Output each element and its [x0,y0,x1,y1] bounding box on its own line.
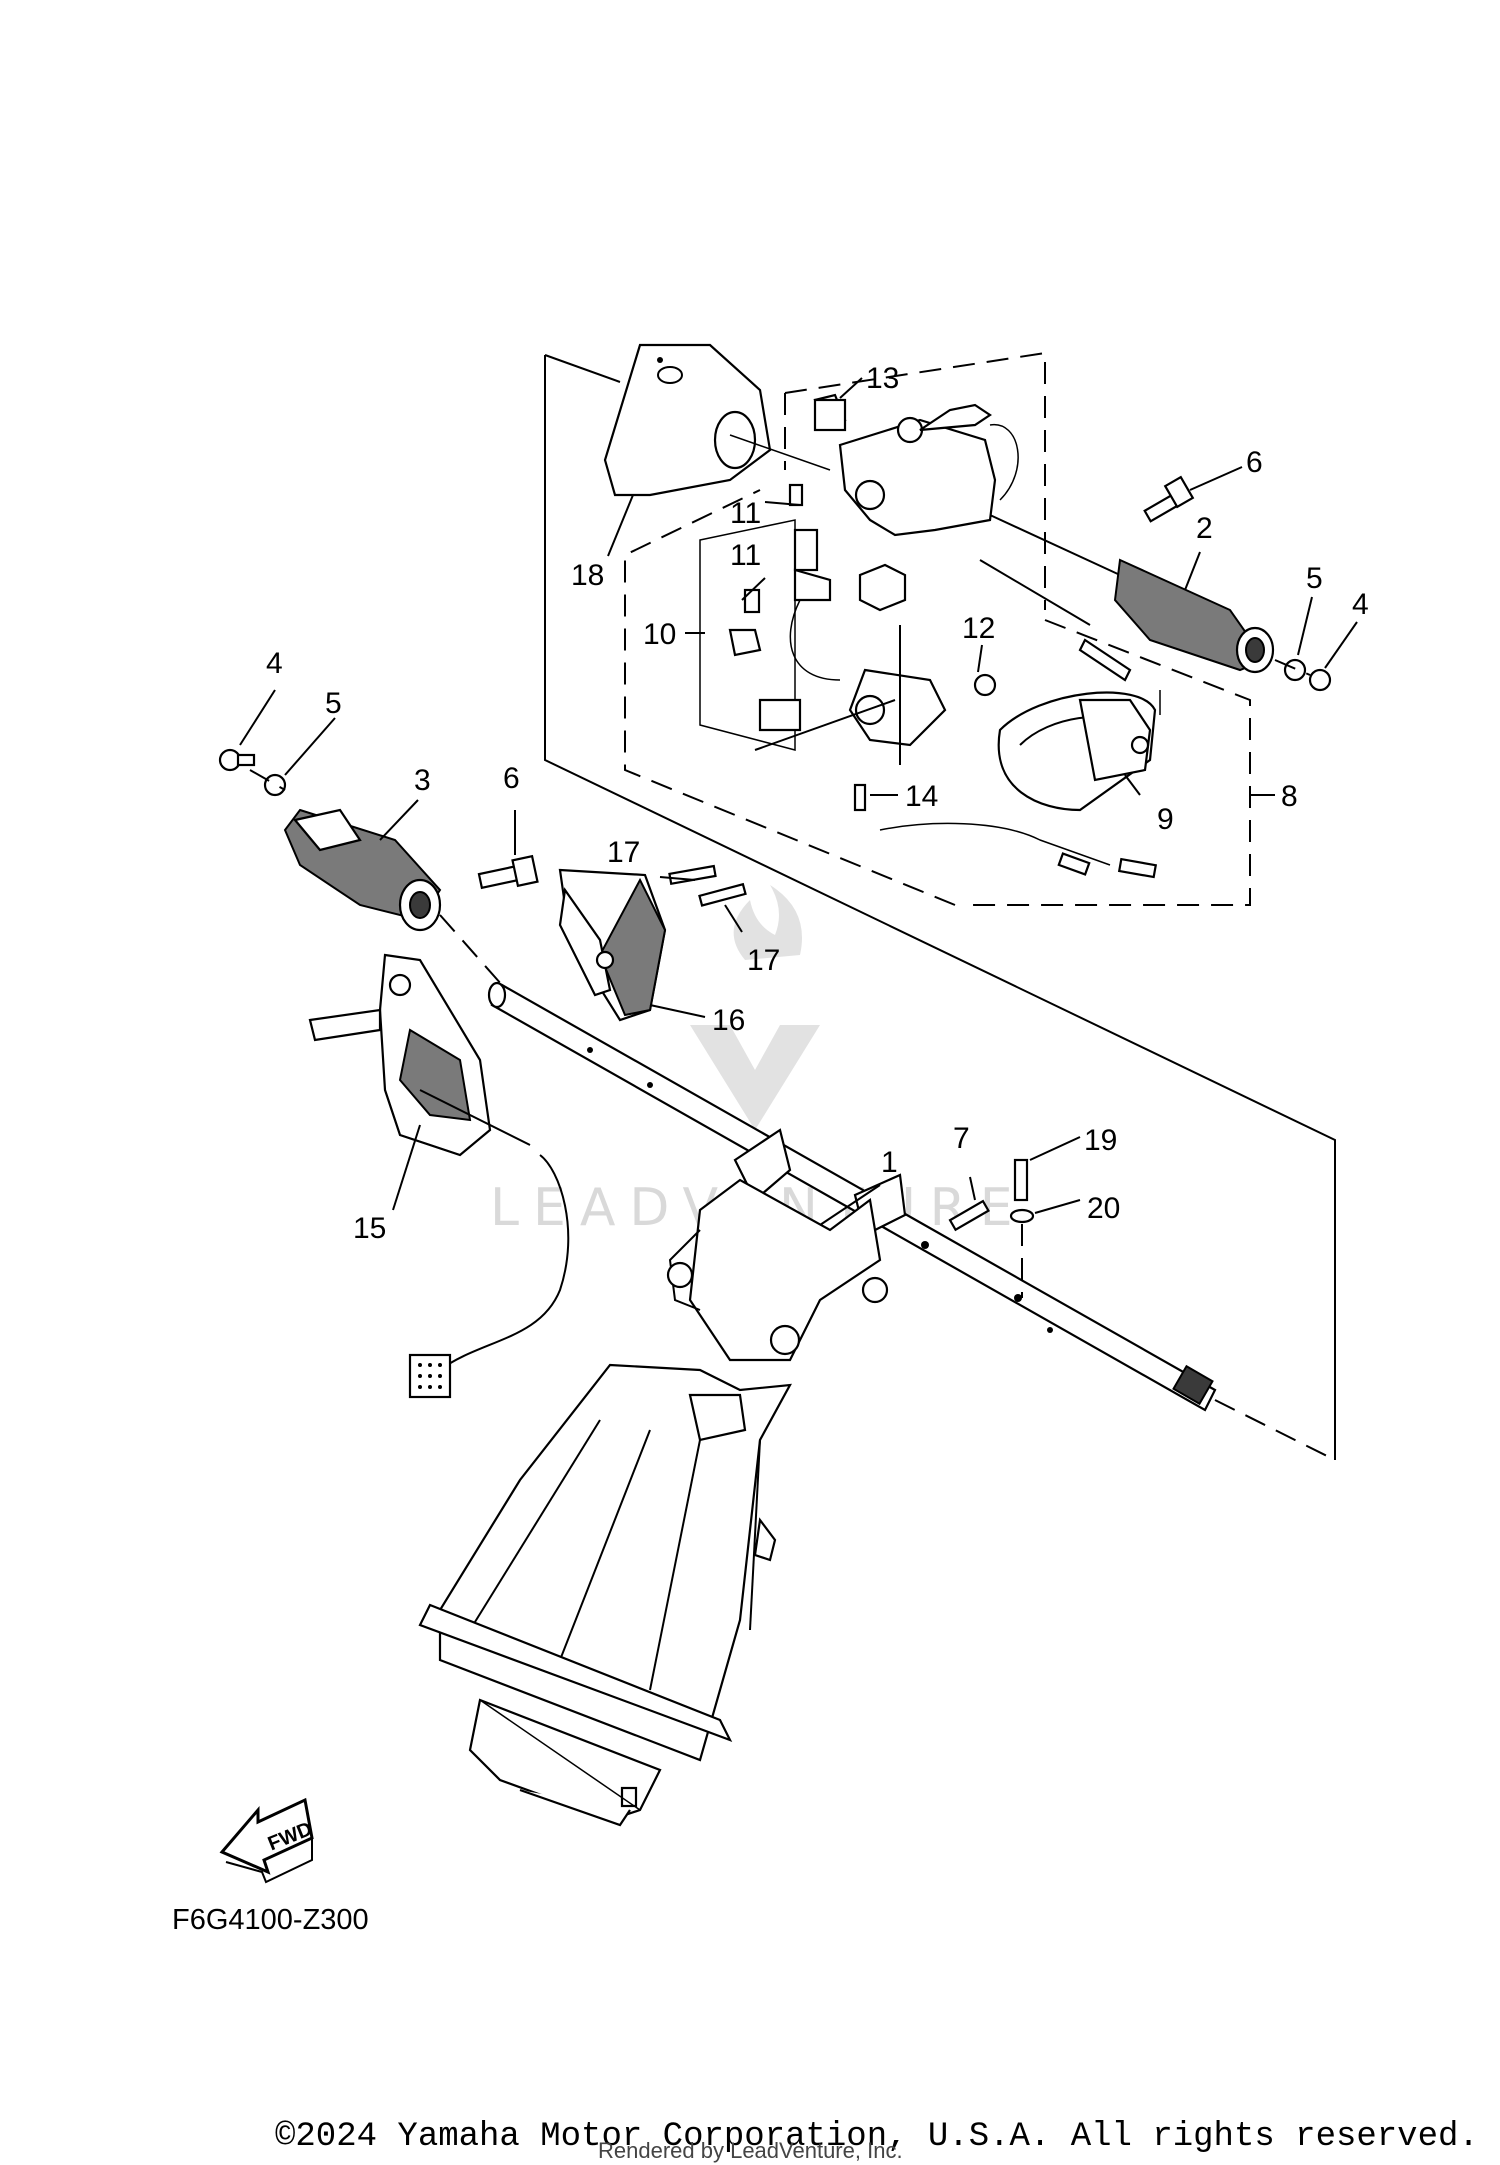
callout-4-right: 4 [1352,588,1369,621]
callout-6-left: 6 [503,762,520,795]
callout-3: 3 [414,764,431,797]
right-grip [1113,558,1332,692]
copyright-text: ©2024 Yamaha Motor Corporation, U.S.A. A… [275,2118,1479,2156]
callout-6-right: 6 [1246,446,1263,479]
callout-12: 12 [962,612,995,645]
steering-column [418,1128,907,1827]
callout-19: 19 [1084,1124,1117,1157]
switch-internals [699,398,997,812]
callout-20: 20 [1087,1192,1120,1225]
left-grip [283,808,503,986]
callout-17-upper: 17 [607,836,640,869]
bolt-19 [1013,1158,1029,1202]
fwd-arrow-icon: FWD [219,1797,315,1884]
bolt-6-right [1143,475,1195,523]
callout-8: 8 [1281,780,1298,813]
left-end-cap [218,748,287,797]
callout-11-lower: 11 [730,539,761,572]
callout-4-left: 4 [266,647,283,680]
bolt-6-left [477,854,539,890]
callout-1: 1 [881,1146,898,1179]
cover-18 [603,343,831,497]
handlebar [487,981,1336,1461]
screw-7 [948,1199,990,1232]
callout-15: 15 [353,1212,386,1245]
callout-5-right: 5 [1306,562,1323,595]
callout-17-lower: 17 [747,944,780,977]
callout-11-upper: 11 [730,497,761,530]
callout-18: 18 [571,559,604,592]
callout-2: 2 [1196,512,1213,545]
stop-switch-9 [879,638,1161,879]
rendered-by-text: Rendered by LeadVenture, Inc. [598,2138,903,2163]
diagram-code: F6G4100-Z300 [172,1904,369,1936]
callout-9: 9 [1157,803,1174,836]
left-switch-16 [558,868,667,1022]
throttle-lever-15 [308,953,570,1399]
assembly-outline [544,354,1336,1460]
callout-10: 10 [643,618,676,651]
callout-14: 14 [905,780,938,813]
screws-17 [668,864,747,907]
callout-labels: 1 2 3 4 4 5 5 6 6 7 8 9 10 11 11 12 13 1… [266,362,1369,1245]
switch-assembly-dashed-box [624,351,1275,906]
callout-5-left: 5 [325,687,342,720]
leader-lines [239,377,1358,1226]
callout-16: 16 [712,1004,745,1037]
switch-housing [813,393,1121,626]
callout-7: 7 [953,1122,970,1155]
callout-13: 13 [866,362,899,395]
washer-20 [1009,1208,1035,1298]
